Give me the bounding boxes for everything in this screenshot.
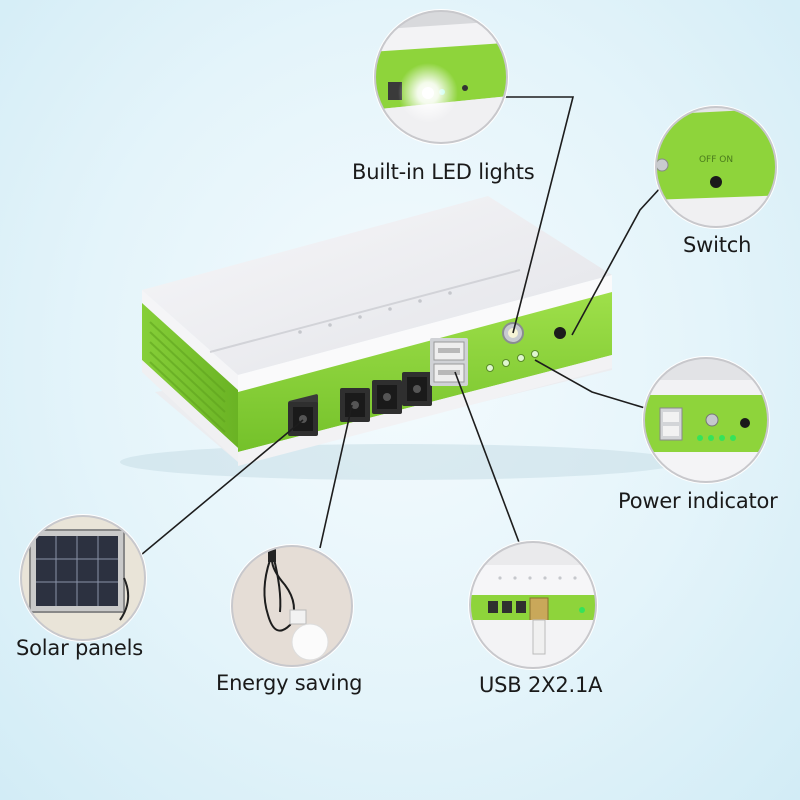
dc-output-ports (288, 372, 432, 436)
label-switch: Switch (683, 233, 752, 257)
label-builtin-led: Built-in LED lights (352, 160, 535, 184)
switch-marking: OFF ON (699, 155, 733, 165)
callout-usb (468, 540, 598, 670)
switch-button (554, 327, 566, 339)
power-bank-device (120, 196, 680, 480)
label-usb: USB 2X2.1A (479, 673, 603, 697)
usb-ports (430, 338, 468, 386)
callout-solar-panel (19, 514, 147, 642)
label-power-indicator: Power indicator (618, 489, 778, 513)
callout-led (373, 9, 509, 145)
power-indicator-leds (486, 350, 539, 372)
callout-power-indicator (642, 356, 770, 484)
label-solar-panels: Solar panels (16, 636, 143, 660)
callout-energy-bulb (230, 544, 354, 668)
callout-switch: OFF ON (654, 105, 778, 229)
label-energy-saving: Energy saving (216, 671, 363, 695)
